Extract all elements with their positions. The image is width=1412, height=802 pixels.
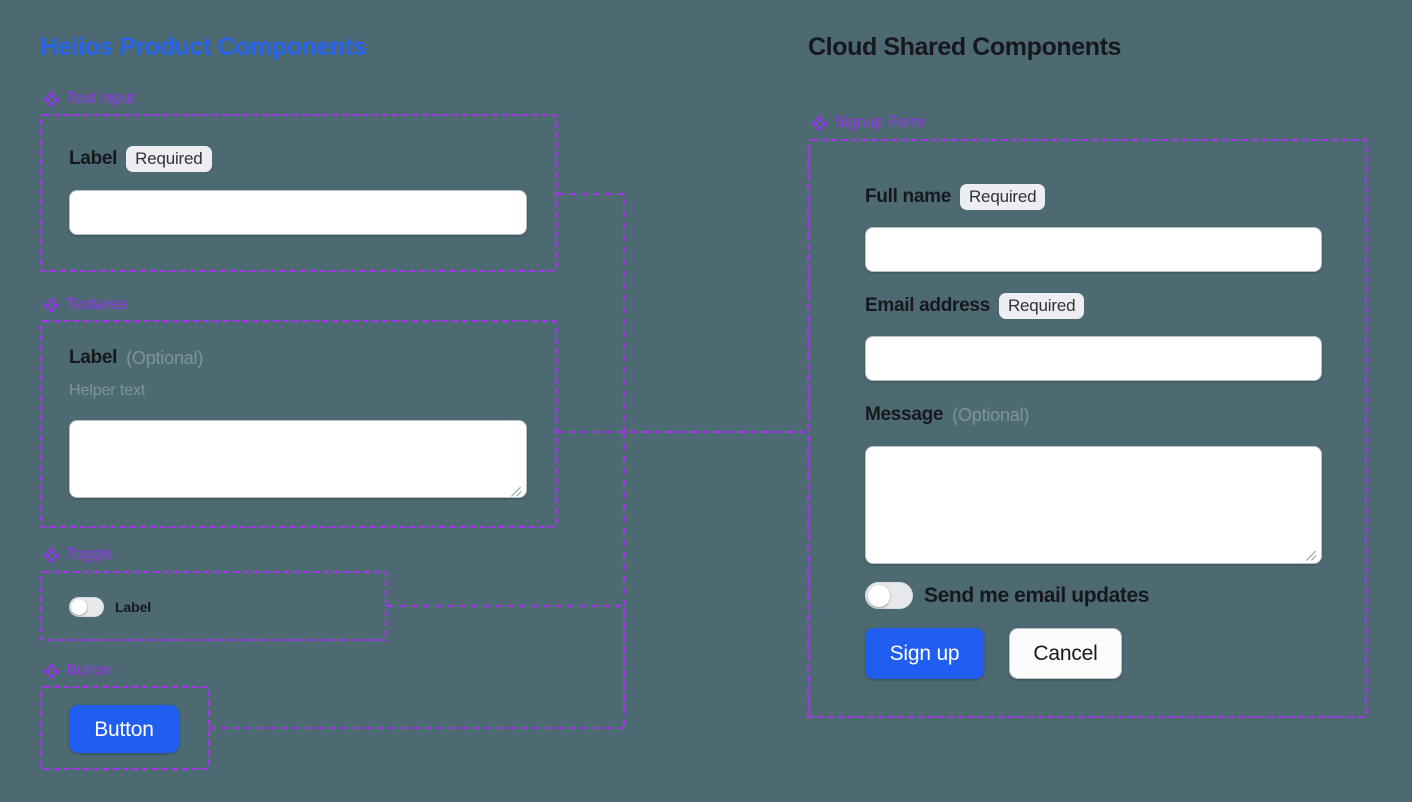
- group-label-text: Signup Form: [834, 114, 925, 131]
- required-badge: Required: [998, 293, 1085, 319]
- card-signup-form[interactable]: Full name Required Email address Require…: [808, 139, 1367, 718]
- field-label: Label: [69, 148, 118, 169]
- text-input-field[interactable]: [69, 190, 527, 235]
- helper-text: Helper text: [69, 382, 146, 399]
- card-text-input[interactable]: Label Required: [40, 114, 557, 272]
- field-label: Email address: [865, 295, 990, 316]
- field-label-row: Label (Optional): [69, 347, 203, 369]
- left-panel-title: Helios Product Components: [40, 33, 367, 61]
- card-button[interactable]: Button: [40, 686, 210, 770]
- optional-tag: (Optional): [952, 404, 1030, 425]
- email-updates-label: Send me email updates: [924, 583, 1150, 607]
- cancel-button[interactable]: Cancel: [1009, 628, 1122, 679]
- connector-text-input: [557, 193, 808, 433]
- demo-button[interactable]: Button: [69, 705, 179, 753]
- textarea-field[interactable]: [69, 420, 527, 498]
- toggle-row[interactable]: Label: [69, 597, 151, 617]
- email-updates-toggle-row[interactable]: Send me email updates: [865, 582, 1149, 609]
- toggle-knob: [71, 599, 87, 615]
- email-address-input[interactable]: [865, 336, 1322, 381]
- diamond-cluster-icon: [44, 547, 59, 563]
- field-label-row: Message (Optional): [865, 404, 1029, 426]
- group-label-button: Button: [44, 662, 112, 680]
- field-label: Full name: [865, 186, 951, 207]
- group-label-text-input: Text Input: [44, 90, 134, 108]
- full-name-input[interactable]: [865, 227, 1322, 272]
- connector-toggle: [387, 605, 625, 718]
- required-badge: Required: [126, 146, 212, 172]
- group-label-signup-form: Signup Form: [812, 114, 925, 132]
- card-toggle[interactable]: Label: [40, 571, 387, 641]
- group-label-text: Text Input: [66, 90, 135, 107]
- message-textarea[interactable]: [865, 446, 1322, 564]
- toggle-switch[interactable]: [69, 597, 104, 617]
- field-label-row: Label Required: [69, 146, 212, 172]
- required-badge: Required: [959, 184, 1046, 210]
- sign-up-button[interactable]: Sign up: [865, 628, 984, 679]
- right-panel-title: Cloud Shared Components: [808, 33, 1122, 61]
- diamond-cluster-icon: [812, 115, 827, 131]
- toggle-knob: [867, 584, 890, 607]
- group-label-text: Toggle: [66, 546, 113, 563]
- diamond-cluster-icon: [44, 91, 59, 107]
- field-label: Label: [69, 347, 118, 368]
- field-label-row: Email address Required: [865, 293, 1085, 319]
- field-label-row: Full name Required: [865, 184, 1046, 210]
- card-textarea[interactable]: Label (Optional) Helper text: [40, 320, 557, 528]
- optional-tag: (Optional): [126, 347, 204, 368]
- diamond-cluster-icon: [44, 297, 59, 313]
- group-label-toggle: Toggle: [44, 546, 113, 564]
- group-label-text: Textarea: [66, 296, 127, 313]
- diamond-cluster-icon: [44, 663, 59, 679]
- email-updates-toggle[interactable]: [865, 582, 913, 609]
- field-label: Message: [865, 404, 944, 425]
- group-label-text: Button: [66, 662, 112, 679]
- toggle-label: Label: [115, 599, 152, 615]
- group-label-textarea: Textarea: [44, 296, 127, 314]
